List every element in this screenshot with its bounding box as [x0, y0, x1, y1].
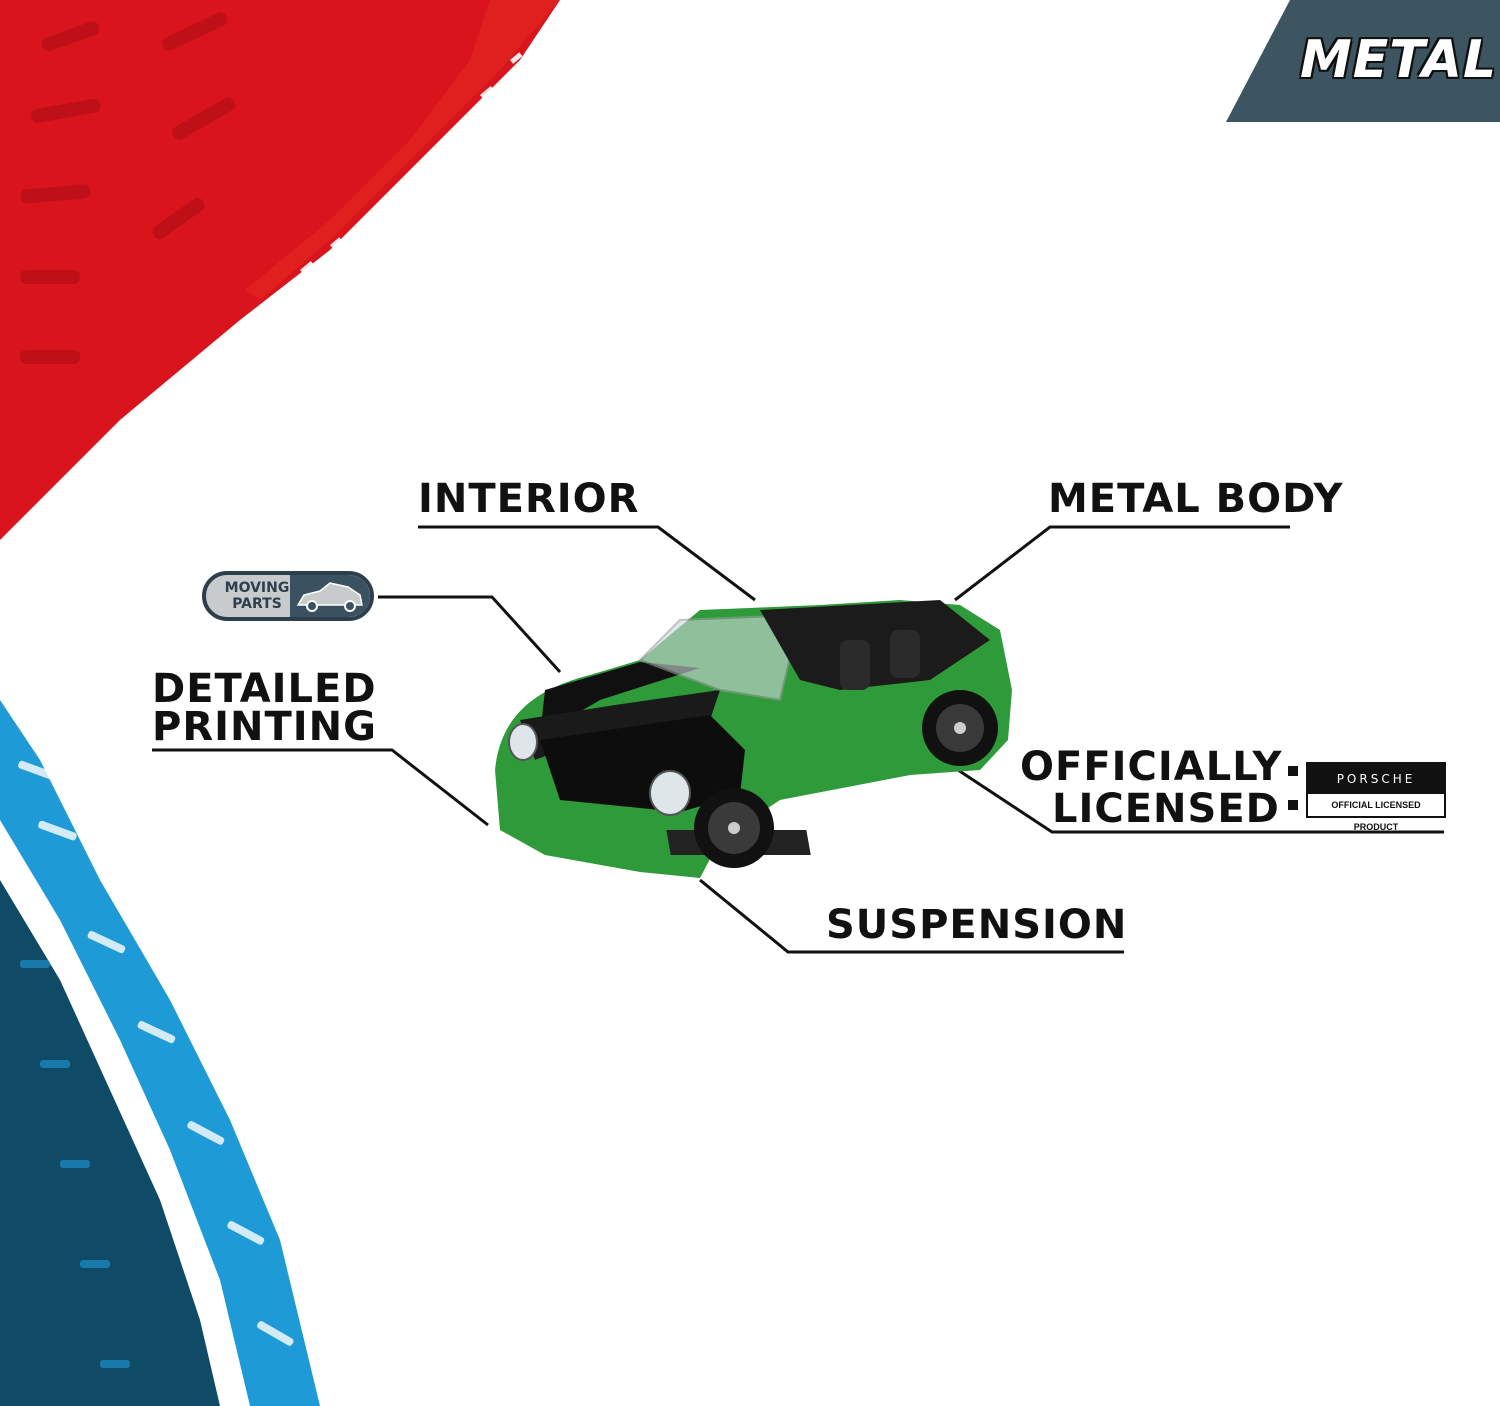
label-metal-body: METAL BODY [1048, 476, 1344, 522]
label-detailed-printing-1: DETAILED [152, 666, 377, 712]
blue-tire-track-band [0, 700, 320, 1406]
porsche-brand: PORSCHE [1308, 764, 1444, 794]
porsche-caption: OFFICIAL LICENSED PRODUCT [1331, 800, 1421, 832]
moving-parts-text: MOVING PARTS [219, 580, 295, 612]
callout-lines [152, 525, 1444, 954]
moving-parts-line2: PARTS [232, 596, 282, 612]
label-licensed: LICENSED [1052, 786, 1280, 832]
moving-parts-badge: MOVING PARTS [202, 571, 374, 621]
metal-badge-label: METAL [1300, 30, 1498, 90]
label-officially: OFFICIALLY [1020, 744, 1283, 790]
car-illustration [495, 600, 1012, 878]
red-tire-track-band [0, 0, 560, 540]
porsche-license-badge: PORSCHE OFFICIAL LICENSED PRODUCT [1306, 762, 1446, 832]
label-suspension: SUSPENSION [826, 902, 1128, 948]
label-interior: INTERIOR [418, 476, 640, 522]
car-hood-open-icon [290, 575, 370, 617]
label-detailed-printing-2: PRINTING [152, 704, 377, 750]
moving-parts-line1: MOVING [224, 580, 290, 596]
metal-badge-shape [1226, 0, 1500, 122]
